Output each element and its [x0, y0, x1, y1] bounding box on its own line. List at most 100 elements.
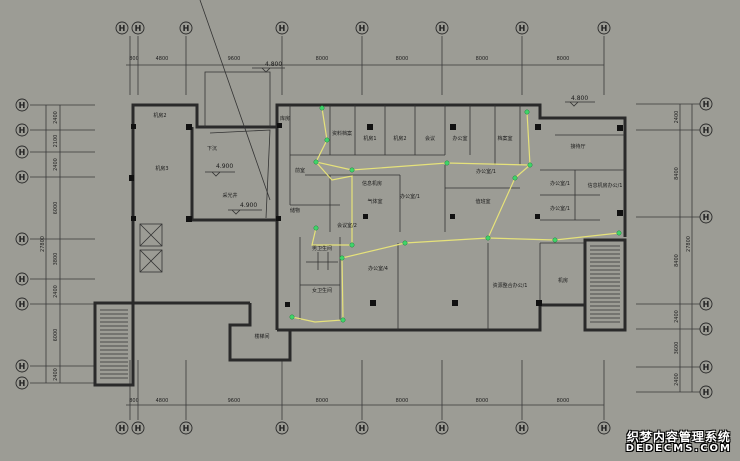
top-dimension-text: 8000 — [316, 56, 329, 62]
room-label: 女卫生间 — [312, 287, 332, 294]
room-label: 机房2 — [153, 112, 166, 119]
cable-node — [552, 237, 558, 243]
level-sunken-1: 4.900 — [216, 163, 233, 170]
right-axis-bubble-label: H — [703, 388, 710, 397]
top-dimension-text: 9600 — [228, 56, 241, 62]
room-label: 办公室 — [452, 135, 467, 142]
left-axis-bubble-label: H — [19, 101, 26, 110]
left-axis-bubble-label: H — [19, 126, 26, 135]
left-axis-bubble-label: H — [19, 173, 26, 182]
top-dimension-text: 8000 — [557, 56, 570, 62]
bottom-axis-bubble-label: H — [601, 424, 608, 433]
right-dimension-text: 3600 — [674, 342, 680, 355]
left-axis-bubble-circle — [15, 123, 29, 137]
cable-node — [339, 255, 345, 261]
bottom-dimension-text: 9600 — [228, 398, 241, 404]
bottom-axis-bubble-label: H — [135, 424, 142, 433]
cable-node — [524, 109, 530, 115]
top-axis-bubble-label: H — [183, 24, 190, 33]
right-axis-bubble-circle — [699, 210, 713, 224]
level-top-mid: 4.800 — [265, 61, 282, 68]
right-axis-bubble-circle — [699, 385, 713, 399]
cable-node — [512, 175, 518, 181]
room-label: 机房 — [558, 277, 568, 284]
cable-node — [349, 242, 355, 248]
bottom-axis-bubble-circle — [275, 421, 289, 435]
top-axis-bubble-label: H — [135, 24, 142, 33]
top-dimension-text: 800 — [129, 56, 139, 62]
left-axis-bubble-circle — [15, 359, 29, 373]
right-axis-bubble-label: H — [703, 325, 710, 334]
room-label: 资源整合办公/1 — [493, 282, 528, 289]
room-label: 资料档案 — [332, 130, 352, 137]
top-axis-bubble-circle — [115, 21, 129, 35]
top-axis-bubble-circle — [275, 21, 289, 35]
top-axis-bubble-circle — [355, 21, 369, 35]
room-label: 气体室 — [367, 198, 382, 205]
left-axis-bubble-label: H — [19, 148, 26, 157]
right-axis-bubble-label: H — [703, 100, 710, 109]
top-axis-bubble-label: H — [601, 24, 608, 33]
right-axis-bubble-label: H — [703, 213, 710, 222]
cable-node — [313, 159, 319, 165]
left-axis-bubble-circle — [15, 297, 29, 311]
level-sunken-2: 4.900 — [240, 202, 257, 209]
bottom-axis-bubble-label: H — [279, 424, 286, 433]
cable-node — [289, 314, 295, 320]
left-axis-bubble-circle — [15, 145, 29, 159]
left-axis-bubble-circle — [15, 98, 29, 112]
room-label: 办公室/1 — [550, 205, 570, 212]
bottom-dimension-text: 4800 — [156, 398, 169, 404]
top-axis-bubble-label: H — [519, 24, 526, 33]
watermark: 织梦内容管理系统 DEDECMS.COM — [626, 431, 732, 455]
right-axis-bubble-label: H — [703, 126, 710, 135]
left-dimension-text: 3800 — [53, 253, 59, 266]
bottom-axis-bubble-circle — [179, 421, 193, 435]
left-axis-bubble-label: H — [19, 379, 26, 388]
room-label: 值班室 — [475, 198, 490, 205]
watermark-line1: 织梦内容管理系统 — [626, 430, 731, 444]
cable-node — [319, 105, 325, 111]
bottom-dimension-text: 8000 — [396, 398, 409, 404]
cable-node — [485, 235, 491, 241]
left-dimension-text: 2400 — [53, 285, 59, 298]
top-dimension-text: 8000 — [396, 56, 409, 62]
top-axis-bubble-circle — [131, 21, 145, 35]
top-dimension-text: 8000 — [476, 56, 489, 62]
bottom-dimension-text: 800 — [129, 398, 139, 404]
right-axis-bubble-label: H — [703, 300, 710, 309]
bottom-axis-bubble-label: H — [183, 424, 190, 433]
bottom-axis-bubble-circle — [435, 421, 449, 435]
cable-node — [349, 167, 355, 173]
walls — [93, 0, 627, 387]
right-axis-bubble-circle — [699, 123, 713, 137]
top-axis-bubble-circle — [597, 21, 611, 35]
right-axis-bubble-circle — [699, 297, 713, 311]
left-dimension-text: 2400 — [53, 158, 59, 171]
right-dimension-text: 2400 — [674, 373, 680, 386]
room-label: 会议室/2 — [337, 222, 357, 229]
left-axis-bubble-label: H — [19, 300, 26, 309]
bottom-axis-bubble-label: H — [519, 424, 526, 433]
right-axis-bubble-circle — [699, 322, 713, 336]
room-label: 机房3 — [155, 165, 168, 172]
top-axis-bubble-circle — [515, 21, 529, 35]
cable-node — [313, 225, 319, 231]
room-label: 储物 — [290, 207, 300, 214]
right-dimension-text: 2400 — [674, 111, 680, 124]
room-label: 信息机房办公/1 — [588, 182, 623, 189]
room-label: 办公室/1 — [476, 168, 496, 175]
cable-node — [340, 317, 346, 323]
left-total-text: 27800 — [40, 236, 46, 252]
left-axis-bubble-label: H — [19, 362, 26, 371]
room-label: 信息机房 — [362, 180, 382, 187]
left-dimension-text: 6000 — [53, 329, 59, 342]
room-label: 接待厅 — [570, 143, 585, 150]
right-axis-bubble-circle — [699, 360, 713, 374]
bottom-axis-bubble-circle — [597, 421, 611, 435]
top-axis-bubble-label: H — [279, 24, 286, 33]
left-dimension-text: 2400 — [53, 368, 59, 381]
room-label: 办公室/1 — [550, 180, 570, 187]
left-axis-bubble-circle — [15, 170, 29, 184]
